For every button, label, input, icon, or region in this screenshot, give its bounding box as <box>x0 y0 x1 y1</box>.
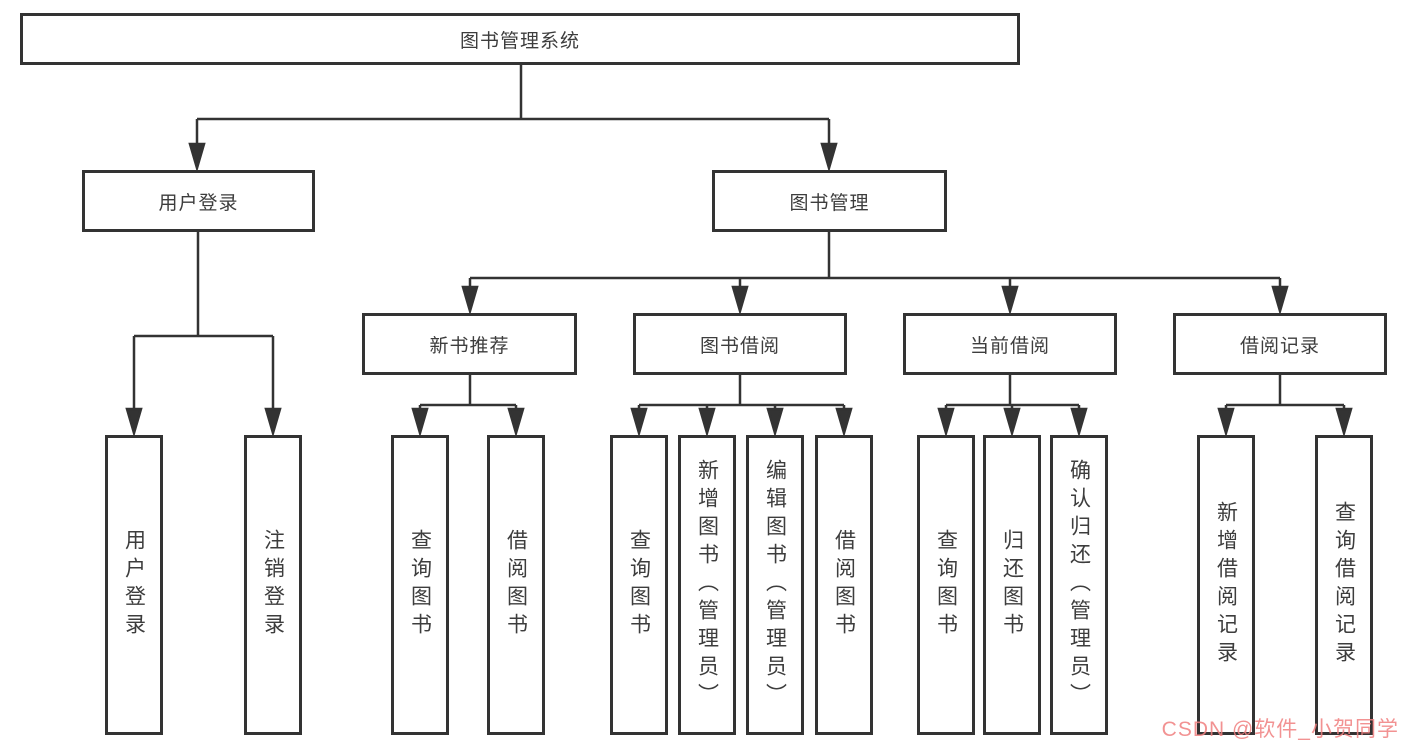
node-label: 查询图书 <box>408 529 432 641</box>
node-label: 新增借阅记录 <box>1214 501 1238 669</box>
arrowhead <box>125 407 143 438</box>
leaf-edit-books-admin: 编辑图书（管理员） <box>746 435 804 735</box>
leaf-confirm-return-admin: 确认归还（管理员） <box>1050 435 1108 735</box>
connector-book-borrow-to-leaves <box>630 375 853 438</box>
leaf-query-books-1: 查询图书 <box>391 435 449 735</box>
node-borrowing-records: 借阅记录 <box>1173 313 1387 375</box>
connector-new-book-rec-to-leaves <box>411 375 525 438</box>
node-label: 编辑图书（管理员） <box>763 459 787 711</box>
arrowhead <box>1271 285 1289 316</box>
csdn-watermark: CSDN @软件_小贺同学 <box>1161 718 1399 741</box>
node-new-book-recommend: 新书推荐 <box>362 313 577 375</box>
node-label: 新书推荐 <box>429 335 510 357</box>
arrowhead <box>1070 407 1088 438</box>
node-label: 借阅图书 <box>504 529 528 641</box>
arrowhead <box>835 407 853 438</box>
node-label: 用户登录 <box>158 192 239 214</box>
node-label: 查询图书 <box>934 529 958 641</box>
leaf-query-books-2: 查询图书 <box>610 435 668 735</box>
node-label: 用户登录 <box>122 529 146 641</box>
connector-current-borrow-to-leaves <box>937 375 1088 438</box>
arrowhead <box>461 285 479 316</box>
node-current-borrowing: 当前借阅 <box>903 313 1117 375</box>
node-label: 查询图书 <box>627 529 651 641</box>
arrowhead <box>1001 285 1019 316</box>
arrowhead <box>731 285 749 316</box>
arrowhead <box>264 407 282 438</box>
arrowhead <box>766 407 784 438</box>
leaf-add-borrow-record: 新增借阅记录 <box>1197 435 1255 735</box>
leaf-borrow-books-1: 借阅图书 <box>487 435 545 735</box>
leaf-query-books-3: 查询图书 <box>917 435 975 735</box>
arrowhead <box>1217 407 1235 438</box>
leaf-add-books-admin: 新增图书（管理员） <box>678 435 736 735</box>
connector-user-login-to-leaves <box>125 232 282 438</box>
node-label: 借阅记录 <box>1239 335 1320 357</box>
connector-borrow-record-to-leaves <box>1217 375 1353 438</box>
leaf-query-borrow-record: 查询借阅记录 <box>1315 435 1373 735</box>
node-label: 注销登录 <box>261 529 285 641</box>
node-book-borrowing: 图书借阅 <box>633 313 847 375</box>
node-label: 查询借阅记录 <box>1332 501 1356 669</box>
node-root-book-management-system: 图书管理系统 <box>20 13 1020 65</box>
connector-root-to-level2 <box>188 65 838 173</box>
leaf-return-books: 归还图书 <box>983 435 1041 735</box>
arrowhead <box>698 407 716 438</box>
node-label: 图书借阅 <box>699 335 780 357</box>
node-user-login: 用户登录 <box>82 170 315 232</box>
leaf-logout: 注销登录 <box>244 435 302 735</box>
arrowhead <box>937 407 955 438</box>
arrowhead <box>1003 407 1021 438</box>
node-label: 图书管理系统 <box>459 30 580 52</box>
arrowhead <box>1335 407 1353 438</box>
arrowhead <box>630 407 648 438</box>
node-label: 归还图书 <box>1000 529 1024 641</box>
arrowhead <box>507 407 525 438</box>
leaf-user-login: 用户登录 <box>105 435 163 735</box>
leaf-borrow-books-2: 借阅图书 <box>815 435 873 735</box>
node-label: 图书管理 <box>789 192 870 214</box>
node-label: 新增图书（管理员） <box>695 459 719 711</box>
arrowhead <box>188 142 206 173</box>
node-label: 确认归还（管理员） <box>1067 459 1091 711</box>
node-label: 当前借阅 <box>969 335 1050 357</box>
node-book-management: 图书管理 <box>712 170 947 232</box>
connector-book-mgmt-to-level3 <box>461 232 1289 316</box>
node-label: 借阅图书 <box>832 529 856 641</box>
arrowhead <box>820 142 838 173</box>
arrowhead <box>411 407 429 438</box>
